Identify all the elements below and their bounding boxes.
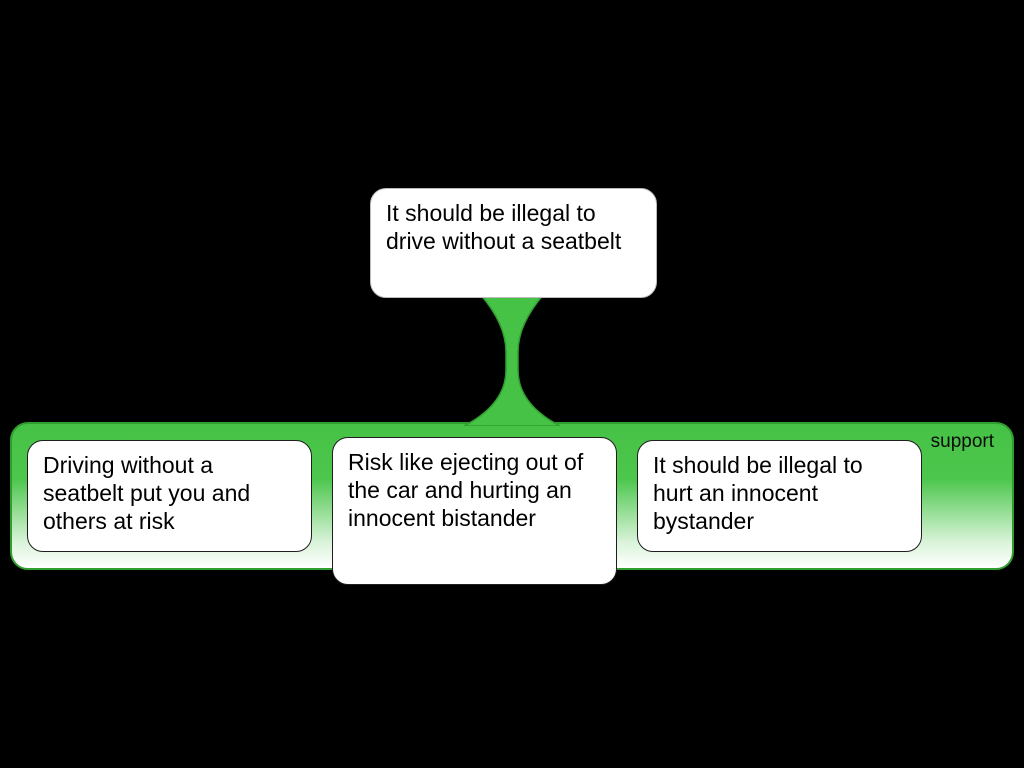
support-connector-icon <box>463 294 561 426</box>
reason-node-3[interactable]: It should be illegal to hurt an innocent… <box>637 440 922 552</box>
claim-text: It should be illegal to drive without a … <box>386 200 622 255</box>
claim-node[interactable]: It should be illegal to drive without a … <box>370 188 657 298</box>
reason-text-1: Driving without a seatbelt put you and o… <box>43 452 251 535</box>
reason-node-2[interactable]: Risk like ejecting out of the car and hu… <box>332 437 617 585</box>
support-group[interactable]: support Driving without a seatbelt put y… <box>10 422 1014 585</box>
support-group-label: support <box>930 431 994 452</box>
reason-node-1[interactable]: Driving without a seatbelt put you and o… <box>27 440 312 552</box>
reason-text-3: It should be illegal to hurt an innocent… <box>653 452 863 535</box>
reason-text-2: Risk like ejecting out of the car and hu… <box>348 449 584 532</box>
